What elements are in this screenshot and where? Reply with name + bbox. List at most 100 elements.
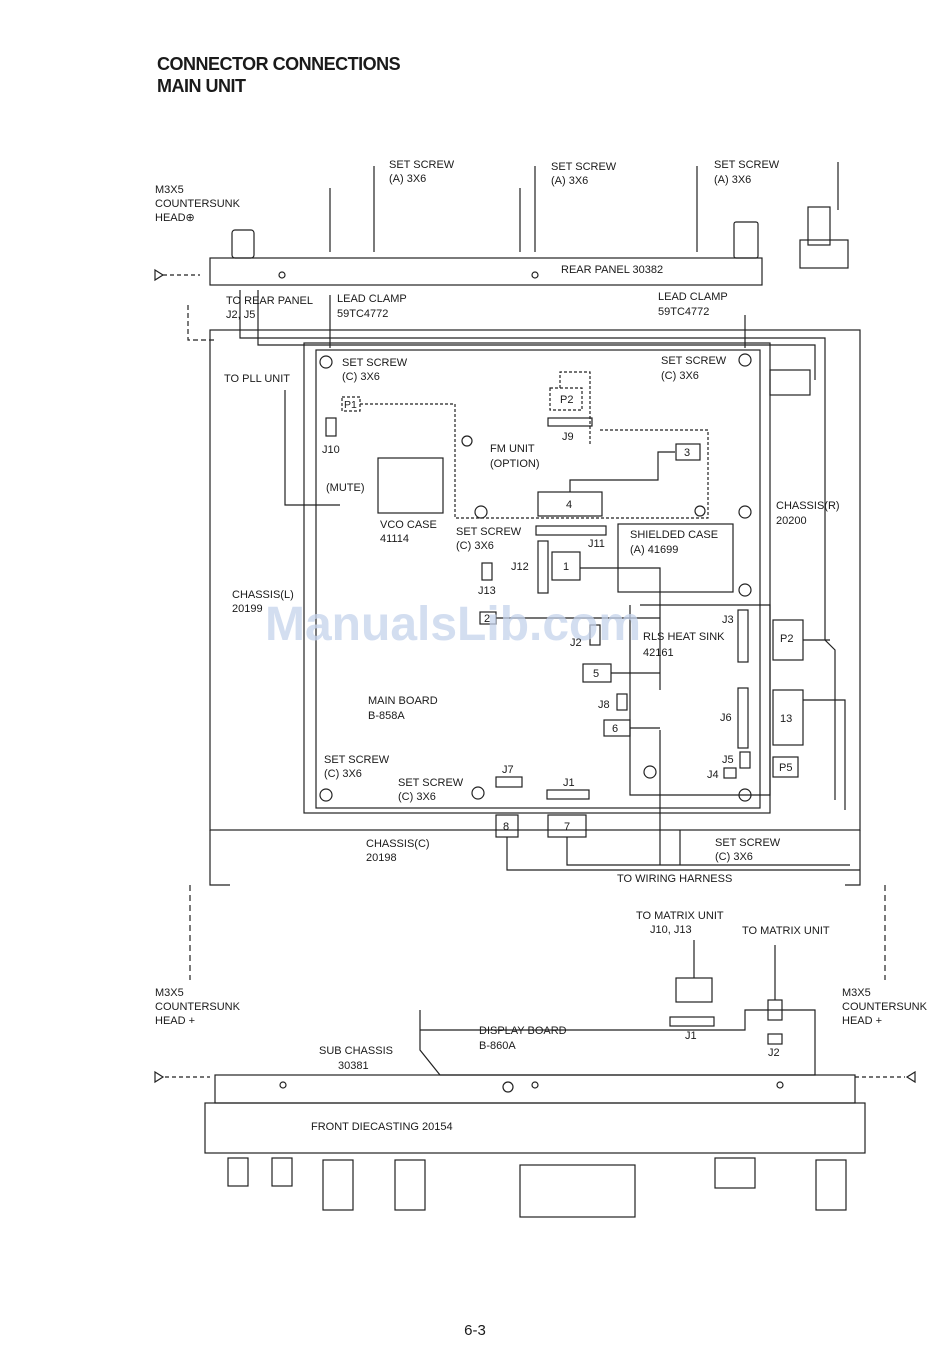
countersunk-label-left: COUNTERSUNK <box>155 1001 241 1013</box>
set-screw-c4-size: (C) 3X6 <box>324 768 362 780</box>
chassis-l-label: CHASSIS(L) <box>232 589 294 601</box>
p2-side-label: P2 <box>780 633 793 645</box>
vco-case-label: VCO CASE <box>380 519 437 531</box>
to-wiring-harness-label: TO WIRING HARNESS <box>617 873 732 885</box>
set-screw-c6-size: (C) 3X6 <box>715 851 753 863</box>
watermark: ManualsLib.com <box>265 598 641 651</box>
p1-label: P1 <box>344 399 357 411</box>
shielded-num-label: (A) 41699 <box>630 544 678 556</box>
j12-label: J12 <box>511 561 529 573</box>
countersunk-label-top: COUNTERSUNK <box>155 198 241 210</box>
lead-clamp-2-label: LEAD CLAMP <box>658 291 728 303</box>
to-matrix-unit-1-j: J10, J13 <box>650 924 692 936</box>
set-screw-a2-size: (A) 3X6 <box>551 175 588 187</box>
vco-case <box>377 457 444 514</box>
j7-label: J7 <box>502 764 514 776</box>
p2-top-label: P2 <box>560 394 573 406</box>
set-screw-c3-size: (C) 3X6 <box>456 540 494 552</box>
box-2-label: 2 <box>484 613 490 625</box>
chassis-l-num: 20199 <box>232 603 263 615</box>
display-j2-label: J2 <box>768 1047 780 1059</box>
page-subtitle: MAIN UNIT <box>157 76 246 96</box>
shielded-case <box>617 523 734 593</box>
m3x5-label-left: M3X5 <box>155 987 184 999</box>
set-screw-c1-label: SET SCREW <box>342 357 408 369</box>
to-rear-panel-j-label: J2, J5 <box>226 309 255 321</box>
set-screw-c3-label: SET SCREW <box>456 526 522 538</box>
vco-num-label: 41114 <box>380 533 409 545</box>
set-screw-c5-label: SET SCREW <box>398 777 464 789</box>
sub-chassis-label: SUB CHASSIS <box>319 1045 393 1057</box>
head-label-left: HEAD + <box>155 1015 195 1027</box>
j13-label: J13 <box>478 585 496 597</box>
rls-heat-sink-label: RLS HEAT SINK <box>643 631 725 643</box>
display-j1-label: J1 <box>685 1030 697 1042</box>
to-pll-unit-label: TO PLL UNIT <box>224 373 290 385</box>
j11-label: J11 <box>588 538 605 550</box>
shielded-case-label: SHIELDED CASE <box>630 529 718 541</box>
fm-unit-label: FM UNIT <box>490 443 535 455</box>
box-8-label: 8 <box>503 821 509 833</box>
set-screw-a1-label: SET SCREW <box>389 159 455 171</box>
lead-clamp-2-num: 59TC4772 <box>658 306 709 318</box>
m3x5-label-right: M3X5 <box>842 987 871 999</box>
lead-clamp-1-label: LEAD CLAMP <box>337 293 407 305</box>
front-diecasting-label: FRONT DIECASTING 20154 <box>311 1121 453 1133</box>
j9-label: J9 <box>562 431 574 443</box>
set-screw-a3-size: (A) 3X6 <box>714 174 751 186</box>
j8-label: J8 <box>598 699 610 711</box>
set-screw-c1-size: (C) 3X6 <box>342 371 380 383</box>
fm-option-label: (OPTION) <box>490 458 540 470</box>
j1-label: J1 <box>563 777 575 789</box>
chassis-r-label: CHASSIS(R) <box>776 500 840 512</box>
p5-label: P5 <box>779 762 792 774</box>
mute-label: (MUTE) <box>326 482 365 494</box>
head-label-right: HEAD + <box>842 1015 882 1027</box>
to-matrix-unit-1-label: TO MATRIX UNIT <box>636 910 724 922</box>
box-3-label: 3 <box>684 447 690 459</box>
display-board-label: DISPLAY BOARD <box>479 1025 567 1037</box>
set-screw-a3-label: SET SCREW <box>714 159 780 171</box>
page-number: 6-3 <box>464 1322 486 1339</box>
box-1-label: 1 <box>563 561 569 573</box>
set-screw-c6-label: SET SCREW <box>715 837 781 849</box>
set-screw-c2-label: SET SCREW <box>661 355 727 367</box>
j3-label: J3 <box>722 614 734 626</box>
main-board <box>315 349 761 809</box>
box-6-label: 6 <box>612 723 618 735</box>
set-screw-c2-size: (C) 3X6 <box>661 370 699 382</box>
j6-label: J6 <box>720 712 732 724</box>
main-chassis <box>209 329 861 831</box>
to-matrix-unit-2-label: TO MATRIX UNIT <box>742 925 830 937</box>
j4-label: J4 <box>707 769 719 781</box>
m3x5-label-top: M3X5 <box>155 184 184 196</box>
rear-panel <box>209 257 763 286</box>
sub-chassis-num: 30381 <box>338 1060 369 1072</box>
j2-label: J2 <box>570 637 582 649</box>
set-screw-c4-label: SET SCREW <box>324 754 390 766</box>
set-screw-c5-size: (C) 3X6 <box>398 791 436 803</box>
front-diecasting <box>204 1102 866 1154</box>
j5-label: J5 <box>722 754 734 766</box>
countersunk-label-right: COUNTERSUNK <box>842 1001 928 1013</box>
j10-label: J10 <box>322 444 340 456</box>
main-board-label: MAIN BOARD <box>368 695 438 707</box>
to-rear-panel-label: TO REAR PANEL <box>226 295 313 307</box>
rls-num-label: 42161 <box>643 647 674 659</box>
box-5-label: 5 <box>593 668 599 680</box>
page-title: CONNECTOR CONNECTIONS <box>157 54 401 74</box>
box-4-label: 4 <box>566 499 572 511</box>
box-13-label: 13 <box>780 713 792 725</box>
chassis-c-label: CHASSIS(C) <box>366 838 430 850</box>
main-board-num: B-858A <box>368 710 405 722</box>
rear-panel-label: REAR PANEL 30382 <box>561 264 663 276</box>
set-screw-a2-label: SET SCREW <box>551 161 617 173</box>
display-board-num: B-860A <box>479 1040 516 1052</box>
head-label-top: HEAD⊕ <box>155 212 195 224</box>
chassis-r-num: 20200 <box>776 515 807 527</box>
sub-chassis <box>214 1074 856 1104</box>
chassis-c-num: 20198 <box>366 852 397 864</box>
lead-clamp-1-num: 59TC4772 <box>337 308 388 320</box>
box-7-label: 7 <box>564 821 570 833</box>
